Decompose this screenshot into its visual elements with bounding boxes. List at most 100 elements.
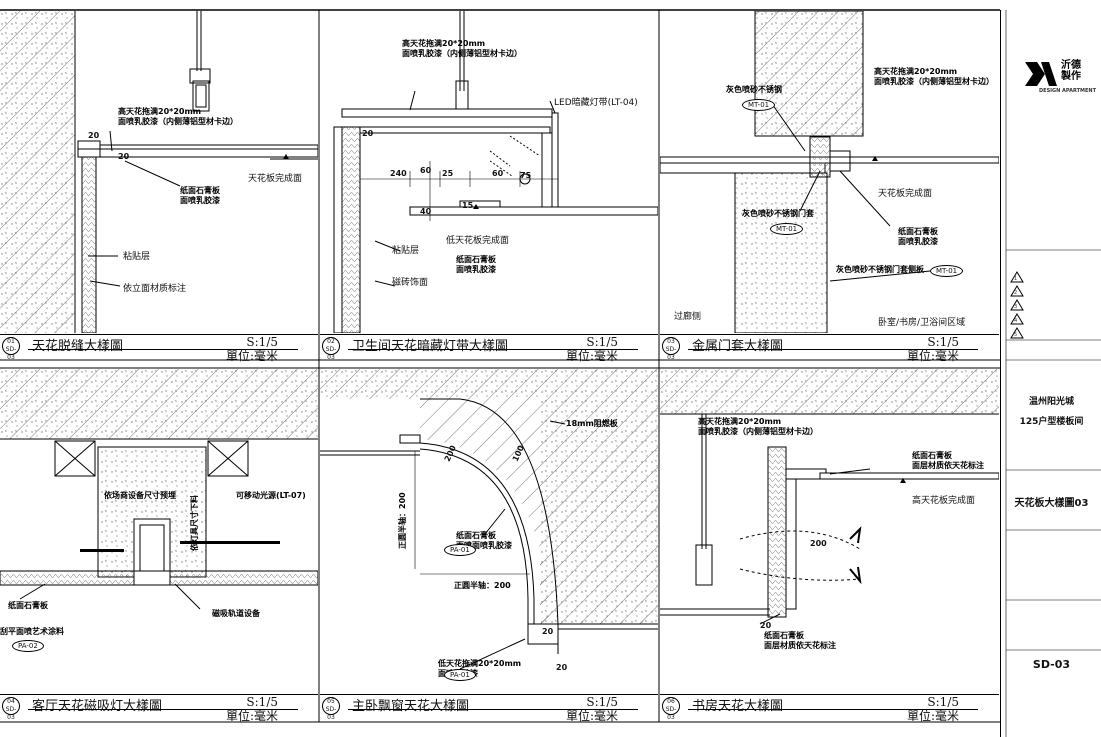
detail-panel-05: 18mm阻燃板 200 100 正圆半轴：200 纸面石膏板 面喷面喷乳胶漆 P… bbox=[320, 369, 658, 694]
dim-20-a: 20 bbox=[542, 627, 554, 636]
detail-number-05: 05 SD-03 bbox=[322, 697, 340, 721]
detail-title-05: 主卧飘窗天花大樣圖 bbox=[352, 699, 470, 714]
dim-40: 40 bbox=[420, 207, 432, 216]
material-tag-mt01-a: MT-01 bbox=[742, 99, 776, 111]
material-tag-mt01-c: MT-01 bbox=[930, 265, 964, 277]
detail-panel-02: 高天花拖满20*20mm 面喷乳胶漆（内侧薄铝型材卡边） LED暗藏灯带(LT-… bbox=[320, 11, 658, 333]
note-board: 纸面石膏板 bbox=[8, 601, 48, 610]
drawing-number: SD-03 bbox=[1032, 658, 1071, 671]
detail-number-04: 04 SD-03 bbox=[2, 697, 20, 721]
note-rooms: 卧室/书房/卫浴间区域 bbox=[878, 318, 966, 328]
material-tag-pa01-b: PA-01 bbox=[444, 669, 476, 681]
rev-5: 5 bbox=[1014, 332, 1018, 338]
detail-scale-01: S:1/5 bbox=[246, 335, 278, 349]
dim-200: 200 bbox=[810, 539, 827, 548]
detail-unit-02: 單位:毫米 bbox=[565, 349, 618, 363]
note-finish: 天花板完成面 bbox=[248, 174, 303, 184]
note-finish: 高天花板完成面 bbox=[912, 496, 976, 506]
rev-1: 1 bbox=[1014, 276, 1018, 282]
detail-panel-03: 高天花拖满20*20mm 面喷乳胶漆（内侧薄铝型材卡边） 灰色喷砂不锈钢 MT-… bbox=[660, 11, 999, 333]
note-corridor: 过廊侧 bbox=[674, 312, 702, 322]
detail-04-drawing bbox=[0, 369, 318, 610]
dim-60-a: 60 bbox=[420, 166, 432, 175]
detail-panel-01: 高天花拖满20*20mm 面喷乳胶漆（内侧薄铝型材卡边） 20 20 天花板完成… bbox=[0, 11, 318, 333]
title-bar-05: 05 SD-03 主卧飘窗天花大樣圖 S:1/5 單位:毫米 bbox=[320, 694, 658, 723]
dim-20: 20 bbox=[760, 621, 772, 630]
note-radius2: 正圆半轴：200 bbox=[454, 581, 511, 590]
note-steel: 灰色喷砂不锈钢 bbox=[726, 85, 782, 94]
note-board: 纸面石膏板 面喷乳胶漆 bbox=[180, 186, 220, 205]
rev-3: 3 bbox=[1014, 304, 1018, 310]
dim-20-a: 20 bbox=[88, 131, 100, 140]
title-bar-06: 06 SD-03 书房天花大樣圖 S:1/5 單位:毫米 bbox=[660, 694, 999, 723]
note-reserve: 依场商设备尺寸预埋 bbox=[104, 491, 176, 500]
note-board: 纸面石膏板 面喷乳胶漆 bbox=[456, 255, 496, 274]
company-name: 沂德 製作 bbox=[1061, 60, 1081, 82]
detail-title-06: 书房天花大樣圖 bbox=[692, 699, 784, 714]
detail-unit-03: 單位:毫米 bbox=[906, 349, 959, 363]
note-ceiling: 高天花拖满20*20mm 面喷乳胶漆（内侧薄铝型材卡边） bbox=[402, 39, 522, 58]
note-low-finish: 低天花板完成面 bbox=[446, 236, 510, 246]
detail-title-03: 金属门套大樣圖 bbox=[692, 339, 784, 354]
note-ceiling: 高天花拖满20*20mm 面喷乳胶漆（内侧薄铝型材卡边） bbox=[698, 417, 818, 436]
detail-title-02: 卫生间天花暗藏灯带大樣圖 bbox=[352, 339, 509, 354]
dim-25: 25 bbox=[442, 169, 454, 178]
note-paint: 刮平面喷艺术涂料 bbox=[0, 627, 64, 636]
detail-number-03: 03 SD-03 bbox=[662, 337, 680, 361]
detail-number-01: 01 SD-03 bbox=[2, 337, 20, 361]
detail-number-06: 06 SD-03 bbox=[662, 697, 680, 721]
title-block: 沂德 製作 DESIGN APARTMENT 1 2 3 4 5 温州阳光城 1… bbox=[1000, 10, 1101, 737]
detail-panel-06: 高天花拖满20*20mm 面喷乳胶漆（内侧薄铝型材卡边） 纸面石膏板 面层材质依… bbox=[660, 369, 999, 694]
detail-02-drawing bbox=[333, 11, 658, 333]
detail-unit-01: 單位:毫米 bbox=[225, 349, 278, 363]
note-ceiling: 高天花拖满20*20mm 面喷乳胶漆（内侧薄铝型材卡边） bbox=[874, 67, 994, 86]
drawing-title: 天花板大樣圖03 bbox=[1014, 498, 1089, 509]
note-led: LED暗藏灯带(LT-04) bbox=[554, 98, 638, 108]
detail-scale-05: S:1/5 bbox=[586, 695, 618, 709]
note-board: 纸面石膏板 面喷面喷乳胶漆 bbox=[456, 531, 512, 550]
detail-scale-03: S:1/5 bbox=[927, 335, 959, 349]
dim-15: 15 bbox=[462, 201, 474, 210]
detail-scale-06: S:1/5 bbox=[927, 695, 959, 709]
project-name: 温州阳光城 125户型楼板间 bbox=[1019, 397, 1084, 427]
detail-number-02: 02 SD-03 bbox=[322, 337, 340, 361]
dim-60-b: 60 bbox=[492, 169, 504, 178]
note-board: 纸面石膏板 面层材质依天花标注 bbox=[912, 451, 984, 470]
note-board2: 纸面石膏板 面层材质依天花标注 bbox=[764, 631, 836, 650]
title-bar-03: 03 SD-03 金属门套大樣圖 S:1/5 單位:毫米 bbox=[660, 334, 999, 363]
rev-2: 2 bbox=[1014, 290, 1018, 296]
detail-01-drawing bbox=[0, 11, 318, 333]
detail-05-drawing bbox=[320, 369, 658, 670]
detail-panel-04: 依场商设备尺寸预埋 可移动光源(LT-07) 依灯具尺寸下料 纸面石膏板 刮平面… bbox=[0, 369, 318, 694]
note-radius: 正圆半轴：200 bbox=[398, 492, 407, 549]
dim-240: 240 bbox=[390, 169, 407, 178]
note-finish: 天花板完成面 bbox=[878, 189, 933, 199]
detail-unit-06: 單位:毫米 bbox=[906, 709, 959, 723]
dim-75: 75 bbox=[520, 171, 532, 180]
note-board: 纸面石膏板 面喷乳胶漆 bbox=[898, 227, 938, 246]
dim-20-b: 20 bbox=[118, 152, 130, 161]
detail-unit-04: 單位:毫米 bbox=[225, 709, 278, 723]
note-tile: 磁砖饰面 bbox=[392, 278, 429, 288]
detail-title-01: 天花脱缝大樣圖 bbox=[32, 339, 124, 354]
note-adhesive: 粘贴层 bbox=[392, 246, 420, 256]
note-material: 依立面材质标注 bbox=[123, 284, 187, 294]
note-door-line: 灰色喷砂不锈钢门套侧板 bbox=[836, 265, 924, 274]
title-bar-02: 02 SD-03 卫生间天花暗藏灯带大樣圖 S:1/5 單位:毫米 bbox=[320, 334, 658, 363]
note-plywood: 18mm阻燃板 bbox=[566, 419, 618, 428]
detail-unit-05: 單位:毫米 bbox=[565, 709, 618, 723]
note-track: 磁吸轨道设备 bbox=[212, 609, 260, 618]
title-block-frame bbox=[1005, 10, 1101, 737]
note-adhesive: 粘贴层 bbox=[123, 252, 151, 262]
detail-scale-04: S:1/5 bbox=[246, 695, 278, 709]
material-tag-pa02: PA-02 bbox=[12, 640, 44, 652]
dim-20: 20 bbox=[362, 129, 374, 138]
rev-4: 4 bbox=[1014, 318, 1018, 324]
detail-03-drawing bbox=[660, 11, 999, 333]
company-en: DESIGN APARTMENT bbox=[1039, 88, 1097, 94]
note-cut: 依灯具尺寸下料 bbox=[190, 495, 199, 551]
title-bar-04: 04 SD-03 客厅天花磁吸灯大樣圖 S:1/5 單位:毫米 bbox=[0, 694, 318, 723]
note-door-frame: 灰色喷砂不锈钢门套 bbox=[742, 209, 814, 218]
